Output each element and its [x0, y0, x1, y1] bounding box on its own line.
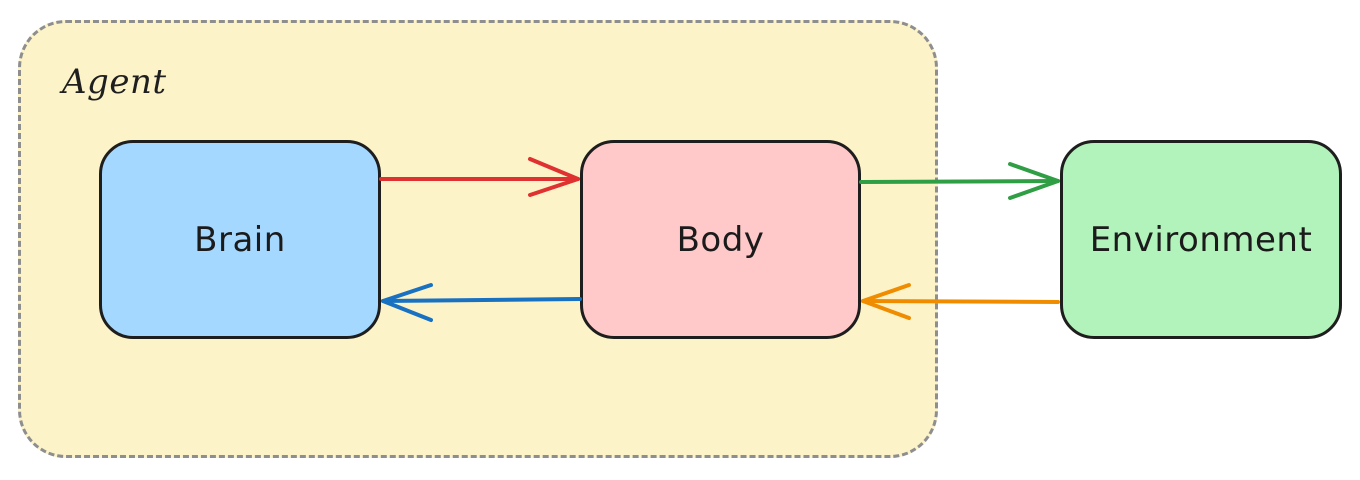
agent-group-label: Agent	[62, 62, 167, 102]
body-node-label: Body	[676, 219, 765, 260]
brain-node[interactable]: Brain	[99, 140, 381, 339]
body-node[interactable]: Body	[580, 140, 861, 339]
environment-node[interactable]: Environment	[1060, 140, 1342, 339]
environment-node-label: Environment	[1089, 219, 1313, 260]
brain-node-label: Brain	[194, 219, 286, 260]
